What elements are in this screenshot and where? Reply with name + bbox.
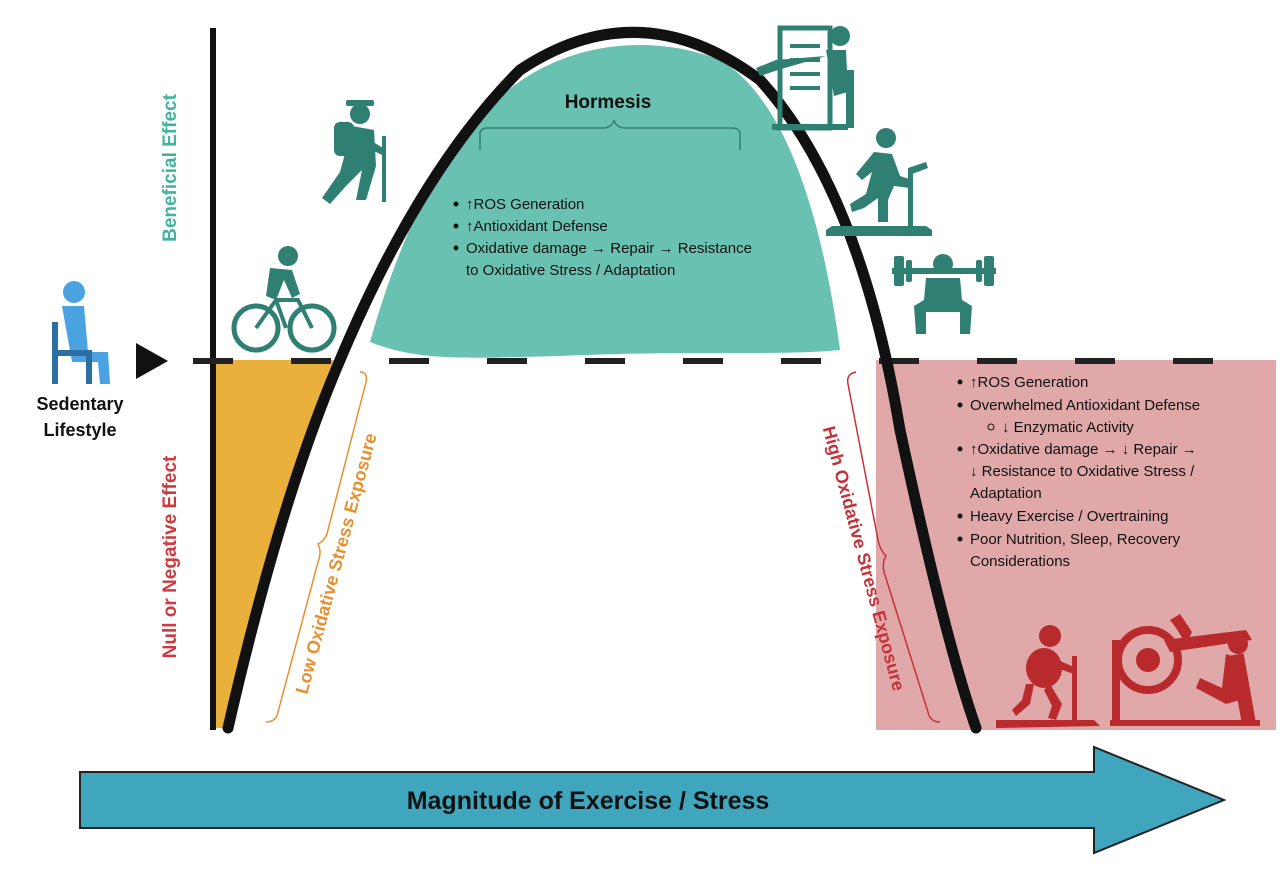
hormesis-bullet-1: ↑ROS Generation <box>466 196 584 213</box>
treadmill-runner-icon <box>826 128 932 236</box>
high-bullet-5: Poor Nutrition, Sleep, Recovery <box>970 531 1181 548</box>
bullet-dot <box>453 223 459 229</box>
hormesis-title: Hormesis <box>565 92 652 113</box>
high-bullet-5-cont: Considerations <box>970 553 1070 570</box>
x-axis-label: Magnitude of Exercise / Stress <box>407 787 770 815</box>
high-bullet-1: ↑ROS Generation <box>970 374 1088 391</box>
sub-bullet-dot <box>987 423 995 431</box>
hormesis-bullet-2: ↑Antioxidant Defense <box>466 218 608 235</box>
hormesis-bullet-list: ↑ROS Generation ↑Antioxidant Defense Oxi… <box>453 196 752 279</box>
hormesis-brace <box>479 119 741 150</box>
cyclist-icon <box>231 246 337 353</box>
hormetic-curve <box>222 26 982 734</box>
leg-press-machine-icon <box>756 25 854 131</box>
low-exposure-label: Low Oxidative Stress Exposure <box>292 431 381 696</box>
high-bullet-3-cont1: ↓ Resistance to Oxidative Stress / <box>970 463 1195 480</box>
high-bullet-2: Overwhelmed Antioxidant Defense <box>970 397 1200 414</box>
x-axis-arrow <box>79 745 1227 855</box>
bullet-dot <box>957 402 963 408</box>
bullet-dot <box>957 513 963 519</box>
sedentary-label-line2: Lifestyle <box>43 420 116 440</box>
hormesis-bullet-3-cont: to Oxidative Stress / Adaptation <box>466 262 675 279</box>
bullet-dot <box>453 245 459 251</box>
overweight-treadmill-runner-icon <box>996 625 1100 728</box>
low-exposure-brace <box>265 371 368 723</box>
hormesis-region-fill <box>370 45 840 358</box>
high-sub-bullet: ↓ Enzymatic Activity <box>1002 419 1134 436</box>
high-bullet-3: ↑Oxidative damage → ↓ Repair → <box>970 441 1197 458</box>
high-bullet-3-cont2: Adaptation <box>970 485 1042 502</box>
hiker-icon <box>322 100 386 204</box>
sitting-person-icon <box>52 281 110 384</box>
bullet-dot <box>957 446 963 452</box>
squat-barbell-icon <box>892 254 996 334</box>
bullet-dot <box>957 379 963 385</box>
high-stress-bullet-list: ↑ROS Generation Overwhelmed Antioxidant … <box>957 374 1200 570</box>
sedentary-label-line1: Sedentary <box>36 394 123 414</box>
bullet-dot <box>453 201 459 207</box>
hormesis-bullet-3: Oxidative damage → Repair → Resistance <box>466 240 752 257</box>
null-negative-effect-label: Null or Negative Effect <box>160 455 181 658</box>
baseline-pointer <box>136 343 168 379</box>
leg-press-overtraining-icon <box>1110 614 1260 726</box>
high-bullet-4: Heavy Exercise / Overtraining <box>970 508 1168 525</box>
beneficial-effect-label: Beneficial Effect <box>160 93 181 241</box>
high-exposure-brace <box>846 371 941 723</box>
low-region-fill <box>213 360 334 728</box>
bullet-dot <box>957 536 963 542</box>
